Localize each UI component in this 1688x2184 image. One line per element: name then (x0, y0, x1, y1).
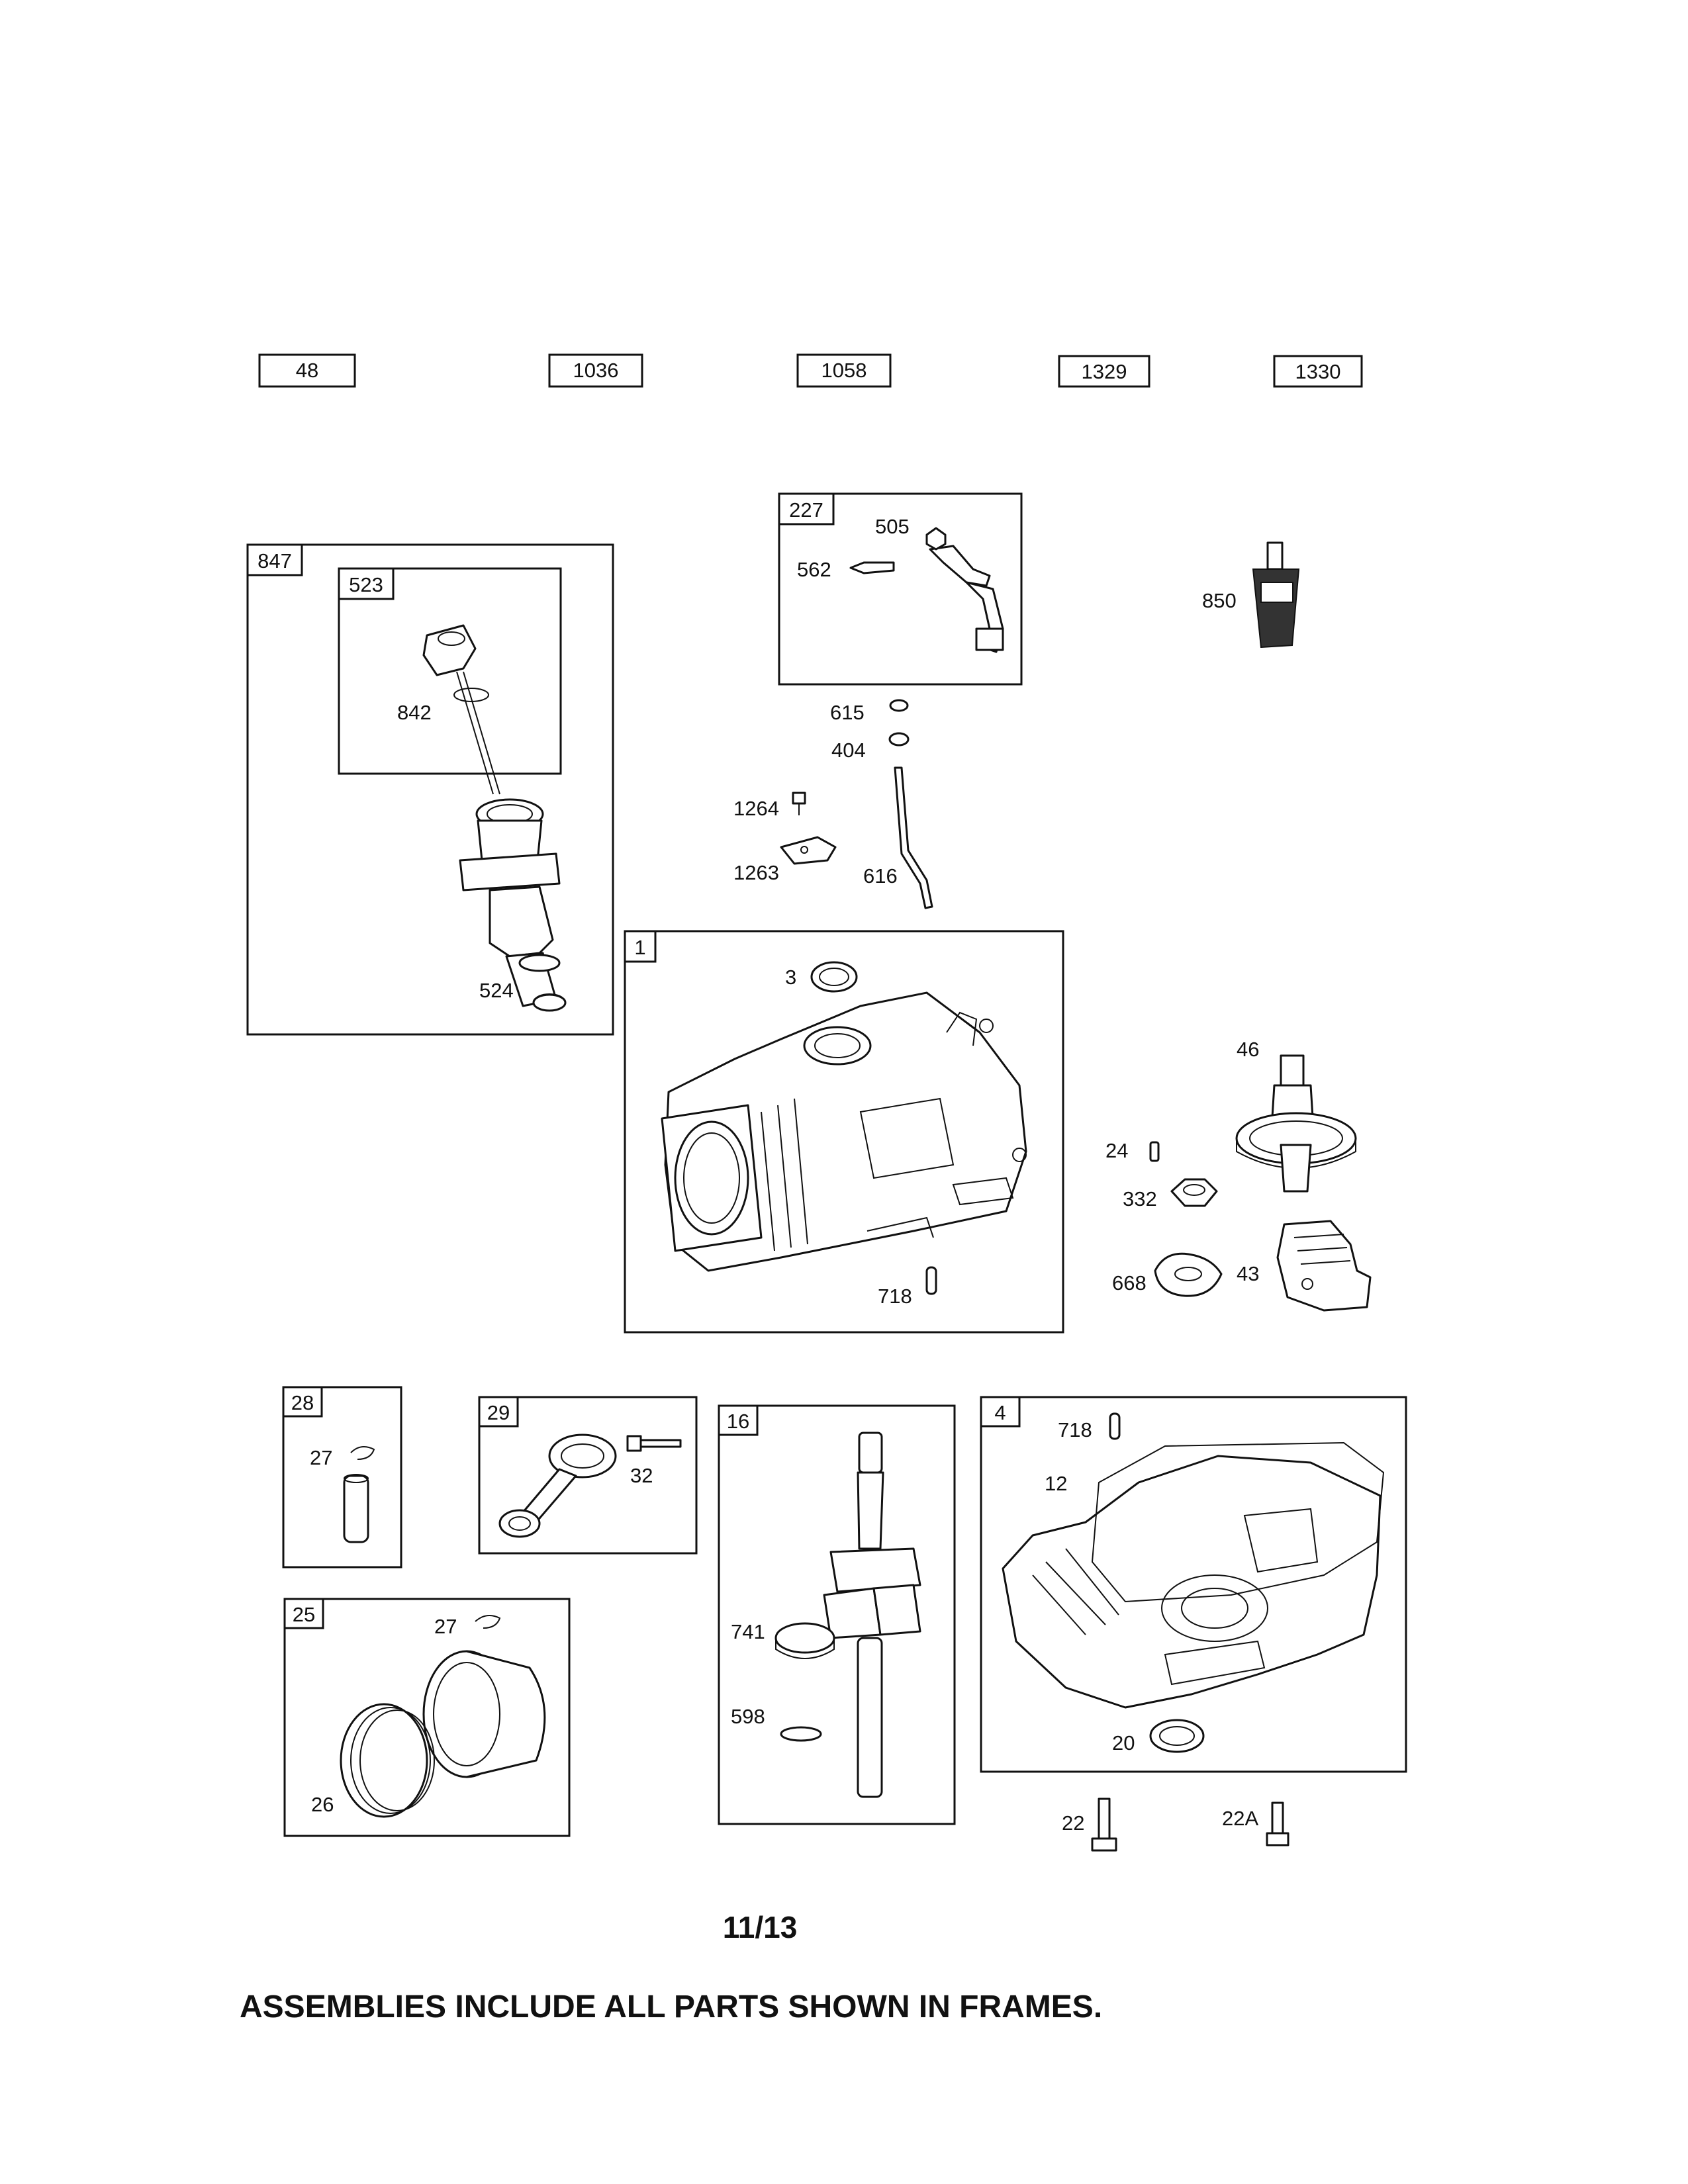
svg-text:1330: 1330 (1295, 360, 1341, 383)
gear-741 (774, 1622, 835, 1659)
label-505: 505 (875, 515, 910, 538)
governor-43 (1276, 1220, 1372, 1312)
svg-text:29: 29 (487, 1401, 510, 1424)
label-22: 22 (1062, 1811, 1084, 1835)
key-24 (1149, 1141, 1160, 1162)
pin-718-block (925, 1266, 937, 1295)
connecting-rod-drawing (498, 1433, 617, 1538)
piston-drawing (422, 1650, 546, 1778)
seal-20 (1149, 1719, 1205, 1753)
crankshaft-drawing (823, 1432, 921, 1798)
piston-pin (343, 1474, 369, 1543)
svg-text:227: 227 (789, 498, 823, 522)
footer-note: ASSEMBLIES INCLUDE ALL PARTS SHOWN IN FR… (240, 1989, 1102, 2025)
label-32: 32 (630, 1464, 653, 1487)
svg-text:16: 16 (727, 1410, 749, 1433)
label-616: 616 (863, 864, 898, 887)
oil-fill-tube-drawing (459, 798, 565, 1008)
svg-text:847: 847 (258, 549, 292, 572)
washer-615 (889, 699, 909, 712)
dipstick-drawing (422, 624, 500, 795)
label-718-block: 718 (878, 1285, 912, 1308)
label-1263: 1263 (733, 861, 779, 884)
label-46: 46 (1237, 1038, 1259, 1061)
svg-text:1058: 1058 (821, 359, 867, 382)
top-ref-1330: 1330 (1273, 355, 1363, 388)
label-842: 842 (397, 701, 432, 724)
washer-598 (780, 1726, 822, 1742)
frame-4: 4 (980, 1396, 1407, 1773)
frame-25: 25 (283, 1598, 571, 1837)
label-562: 562 (797, 558, 831, 581)
label-718-cover: 718 (1058, 1418, 1092, 1441)
label-43: 43 (1237, 1262, 1259, 1285)
camshaft-46 (1235, 1054, 1357, 1193)
label-741: 741 (731, 1620, 765, 1643)
frame-847: 847 (246, 543, 614, 1036)
o-ring-524 (532, 993, 567, 1012)
frame-16: 16 (718, 1404, 956, 1825)
label-20: 20 (1112, 1731, 1135, 1754)
frame-227: 227 (778, 492, 1023, 686)
svg-text:4: 4 (994, 1401, 1006, 1424)
bracket-drawing (849, 527, 1004, 653)
label-850: 850 (1202, 589, 1237, 612)
svg-text:523: 523 (349, 573, 383, 596)
frame-523: 523 (338, 567, 562, 775)
label-27-pin: 27 (310, 1446, 332, 1469)
svg-text:25: 25 (293, 1603, 315, 1626)
sealant-tube-850 (1252, 541, 1300, 649)
svg-text:48: 48 (296, 359, 318, 382)
bolt-32 (626, 1435, 682, 1452)
label-26: 26 (311, 1793, 334, 1816)
page-number: 11/13 (723, 1910, 798, 1944)
top-ref-1036: 1036 (548, 353, 643, 388)
label-12: 12 (1045, 1472, 1067, 1495)
frame-28: 28 (282, 1386, 402, 1569)
label-24: 24 (1105, 1139, 1128, 1162)
label-332: 332 (1123, 1187, 1157, 1210)
top-ref-1058: 1058 (796, 353, 892, 388)
top-ref-1329: 1329 (1058, 355, 1150, 388)
washer-404 (888, 732, 910, 747)
clip-27-piston (475, 1615, 501, 1629)
piston-rings-26 (340, 1703, 435, 1818)
screw-1264 (792, 792, 806, 815)
label-668: 668 (1112, 1271, 1147, 1295)
top-ref-48: 48 (258, 353, 356, 388)
crankcase-cover-drawing (1002, 1441, 1385, 1709)
svg-text:1329: 1329 (1082, 360, 1127, 383)
frame-29: 29 (478, 1396, 698, 1555)
svg-text:1: 1 (634, 936, 645, 959)
frame-1: 1 (624, 930, 1064, 1334)
clip-27-pin (350, 1446, 375, 1460)
label-27-piston: 27 (434, 1615, 457, 1638)
seal-3 (810, 961, 858, 993)
cylinder-block-drawing (661, 991, 1027, 1272)
clip-1263 (780, 836, 837, 865)
bolt-22A (1266, 1801, 1289, 1846)
pin-718-cover (1109, 1412, 1121, 1440)
plate-668 (1154, 1252, 1223, 1297)
nut-332 (1170, 1178, 1218, 1207)
label-404: 404 (831, 739, 866, 762)
rod-616 (894, 766, 933, 909)
label-598: 598 (731, 1705, 765, 1728)
label-22A: 22A (1222, 1807, 1258, 1830)
bolt-22 (1091, 1797, 1117, 1852)
label-3: 3 (785, 966, 796, 989)
svg-text:28: 28 (291, 1391, 314, 1414)
label-615: 615 (830, 701, 865, 724)
label-1264: 1264 (733, 797, 779, 820)
svg-text:1036: 1036 (573, 359, 619, 382)
label-524: 524 (479, 979, 514, 1002)
